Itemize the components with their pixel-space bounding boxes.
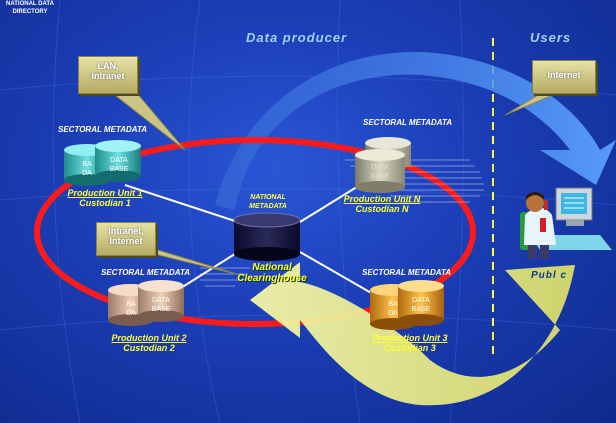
production-unit-2-label: Production Unit 2	[111, 333, 187, 343]
database-bottom-left	[108, 280, 184, 326]
production-unit-1-label: Production Unit 1	[67, 188, 143, 198]
intranet-label-2: Intranet,	[108, 226, 144, 236]
database-top-right	[355, 137, 411, 193]
production-unit-1: Production Unit 1 Custodian 1	[60, 188, 150, 208]
sectoral-metadata-label-1: SECTORAL METADATA	[58, 125, 148, 134]
db-front-label-n: DATA BASE	[370, 164, 390, 180]
db-back-label-2: BA DA	[126, 301, 136, 317]
production-unit-3-label: Production Unit 3	[372, 333, 448, 343]
lan-label: LAN,	[97, 61, 119, 71]
internet-callout: Internet	[532, 60, 596, 94]
blue-flow-arrow	[215, 51, 616, 210]
yellow-flow-arrow	[250, 262, 575, 406]
db-front-label-1: DATA BASE	[109, 157, 129, 173]
national-clearinghouse-label: National Clearinghouse	[237, 262, 307, 284]
national-metadata-label: NATIONAL METADATA	[249, 194, 287, 210]
sectoral-metadata-label-n: SECTORAL METADATA	[363, 118, 453, 127]
lan-intranet-callout: LAN, Intranet	[78, 56, 138, 94]
db-front-label-3: DATA BASE	[411, 297, 431, 313]
internet-label-2: Internet	[109, 236, 143, 246]
sectoral-metadata-label-3: SECTORAL METADATA	[362, 268, 452, 277]
database-bottom-right	[370, 280, 444, 330]
public-label: Publ c	[531, 270, 568, 281]
production-unit-3: Production Unit 3 Custodian 3	[362, 333, 458, 353]
production-unit-n-label: Production Unit N	[343, 194, 421, 204]
national-directory-cylinder	[233, 212, 301, 261]
custodian-1-label: Custodian 1	[79, 198, 131, 208]
custodian-n-label: Custodian N	[355, 204, 409, 214]
db-back-label-3: BA DA	[388, 301, 398, 317]
database-top-left	[64, 140, 141, 186]
internet-label: Internet	[547, 70, 581, 80]
network-ring	[34, 137, 476, 327]
production-unit-2: Production Unit 2 Custodian 2	[103, 333, 195, 353]
national-data-directory-label: NATIONAL DATA DIRECTORY	[6, 1, 54, 15]
intranet-label: Intranet	[91, 71, 125, 81]
users-title: Users	[530, 30, 572, 45]
sectoral-metadata-label-2: SECTORAL METADATA	[101, 268, 191, 277]
public-user-illustration	[520, 187, 612, 259]
db-front-label-2: DATA BASE	[151, 297, 171, 313]
custodian-2-label: Custodian 2	[123, 343, 175, 353]
data-producer-title: Data producer	[246, 30, 348, 45]
production-unit-n: Production Unit N Custodian N	[336, 194, 428, 214]
intranet-internet-callout: Intranet, Internet	[96, 222, 156, 256]
custodian-3-label: Custodian 3	[384, 343, 436, 353]
db-back-label-1: BA DA	[82, 161, 92, 177]
